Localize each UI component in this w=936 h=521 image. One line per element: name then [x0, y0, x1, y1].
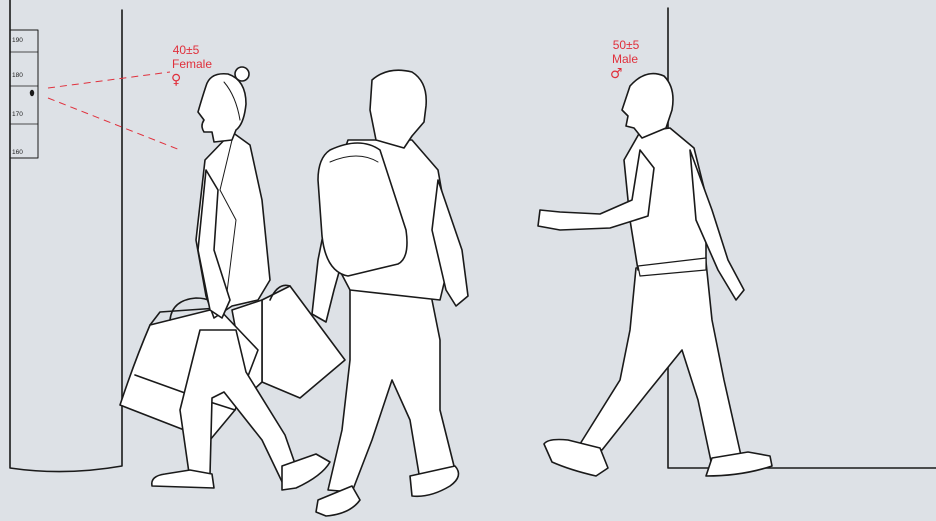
female-age-label: 40±5: [166, 44, 206, 57]
scale-tick-160: 160: [12, 149, 23, 156]
scale-tick-190: 190: [12, 37, 23, 44]
camera-pillar: [10, 0, 122, 472]
scale-tick-180: 180: [12, 72, 23, 79]
scale-tick-170: 170: [12, 111, 23, 118]
male-symbol-icon: ♂: [610, 67, 623, 81]
camera-lens: [30, 90, 34, 96]
male-age-label: 50±5: [606, 39, 646, 52]
male-gender-label: Male: [612, 53, 638, 66]
female-gender-label: Female: [172, 58, 212, 71]
female-symbol-icon: ♀: [171, 73, 181, 87]
man-walking-figure: [538, 74, 772, 476]
man-with-backpack-figure: [312, 70, 468, 516]
